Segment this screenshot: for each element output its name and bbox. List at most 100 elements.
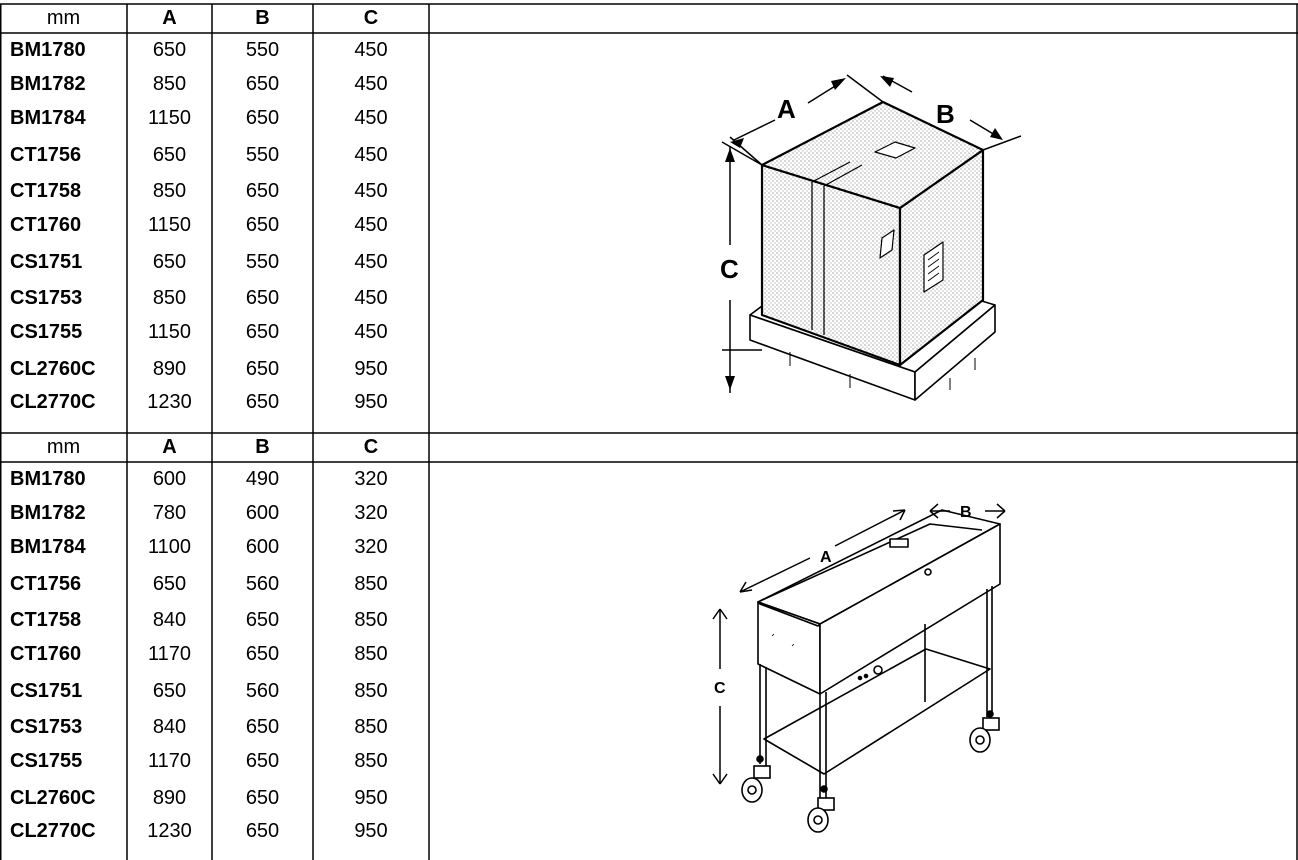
value-b: 600 xyxy=(245,536,280,558)
value-b: 650 xyxy=(245,820,280,842)
value-b: 650 xyxy=(245,107,280,129)
model-cell: CL2770C xyxy=(10,820,96,842)
value-c: 850 xyxy=(354,608,388,631)
value-c: 850 xyxy=(354,679,388,702)
model-cell: BM1780 xyxy=(10,38,86,61)
value-c: 950 xyxy=(354,391,388,413)
dimensions-table-packed: mm A B C BM1780 650 550 450 BM1782 850 650 450… xyxy=(0,4,429,417)
value-a: 840 xyxy=(152,608,187,631)
model-cell: BM1782 xyxy=(10,501,86,524)
value-a: 650 xyxy=(152,572,187,595)
value-c: 950 xyxy=(354,820,388,842)
model-cell: BM1782 xyxy=(10,72,86,95)
header-a: A xyxy=(162,436,177,458)
value-c: 450 xyxy=(354,107,388,129)
value-a: 890 xyxy=(152,357,187,380)
arrowheads xyxy=(725,76,1003,390)
value-b: 650 xyxy=(245,72,280,95)
trolley-figure: A B C xyxy=(712,503,1006,833)
value-c: 850 xyxy=(354,750,388,772)
table-row: CL2770C 1230 650 950 xyxy=(0,388,429,417)
value-b: 560 xyxy=(245,572,280,595)
model-cell: CT1760 xyxy=(10,643,82,665)
value-a: 650 xyxy=(152,679,187,702)
trolley xyxy=(756,509,1001,800)
dimension-label-b: B xyxy=(960,504,972,521)
value-a: 850 xyxy=(152,286,187,309)
value-a: 850 xyxy=(152,72,187,95)
model-cell: CL2770C xyxy=(10,391,96,413)
value-a: 1100 xyxy=(147,536,191,558)
value-c: 450 xyxy=(354,72,388,95)
value-b: 600 xyxy=(245,501,280,524)
table-row: BM1784 1150 650 450 xyxy=(0,101,429,136)
table-row: CT1758 850 650 450 xyxy=(0,174,429,208)
dimension-label-a: A xyxy=(777,94,796,124)
value-b: 650 xyxy=(245,786,280,809)
value-a: 1150 xyxy=(147,107,191,129)
value-b: 650 xyxy=(245,214,280,236)
value-b: 550 xyxy=(245,250,280,273)
value-c: 450 xyxy=(354,286,388,309)
model-cell: CT1758 xyxy=(10,608,82,631)
packed-crate-figure: A B C xyxy=(720,74,1022,401)
value-a: 850 xyxy=(152,179,187,202)
value-b: 650 xyxy=(245,179,280,202)
model-cell: CS1751 xyxy=(10,250,83,273)
value-b: 650 xyxy=(245,715,280,738)
header-c: C xyxy=(363,436,379,458)
value-a: 600 xyxy=(152,467,187,490)
dimension-lines xyxy=(712,503,1006,785)
model-cell: CS1751 xyxy=(10,679,83,702)
value-a: 840 xyxy=(152,715,187,738)
model-cell: BM1784 xyxy=(10,107,86,129)
dimension-label-a: A xyxy=(820,549,832,566)
value-a: 1150 xyxy=(147,321,191,343)
dimension-label-b: B xyxy=(936,99,955,129)
model-cell: BM1784 xyxy=(10,536,86,558)
value-c: 950 xyxy=(354,786,388,809)
value-b: 650 xyxy=(245,643,280,665)
model-cell: CT1756 xyxy=(10,143,82,166)
dimension-label-c: C xyxy=(714,680,726,697)
model-cell: BM1780 xyxy=(10,467,86,490)
header-b: B xyxy=(255,436,270,458)
model-cell: CT1760 xyxy=(10,214,82,236)
value-a: 650 xyxy=(152,143,187,166)
value-c: 450 xyxy=(354,179,388,202)
model-cell: CL2760C xyxy=(10,357,96,380)
value-c: 320 xyxy=(354,536,388,558)
value-b: 650 xyxy=(245,750,280,772)
value-b: 550 xyxy=(245,38,280,61)
value-c: 850 xyxy=(354,715,388,738)
value-b: 650 xyxy=(245,608,280,631)
value-a: 1150 xyxy=(147,214,191,236)
value-c: 450 xyxy=(354,38,388,61)
header-b: B xyxy=(255,7,270,29)
crate xyxy=(760,100,985,367)
value-a: 650 xyxy=(152,250,187,273)
value-a: 1230 xyxy=(147,391,192,413)
model-cell: CS1753 xyxy=(10,715,83,738)
dimension-lines xyxy=(721,74,1022,393)
header-c: C xyxy=(363,7,379,29)
value-c: 320 xyxy=(354,501,388,524)
value-b: 650 xyxy=(245,391,280,413)
header-a: A xyxy=(162,7,177,29)
table-header-row: mm A B C xyxy=(0,4,429,33)
value-b: 650 xyxy=(245,286,280,309)
model-cell: CT1758 xyxy=(10,179,82,202)
table-row: BM1784 1100 600 320 xyxy=(0,530,429,565)
table-row: CS1753 840 650 850 xyxy=(0,710,429,744)
value-a: 890 xyxy=(152,786,187,809)
